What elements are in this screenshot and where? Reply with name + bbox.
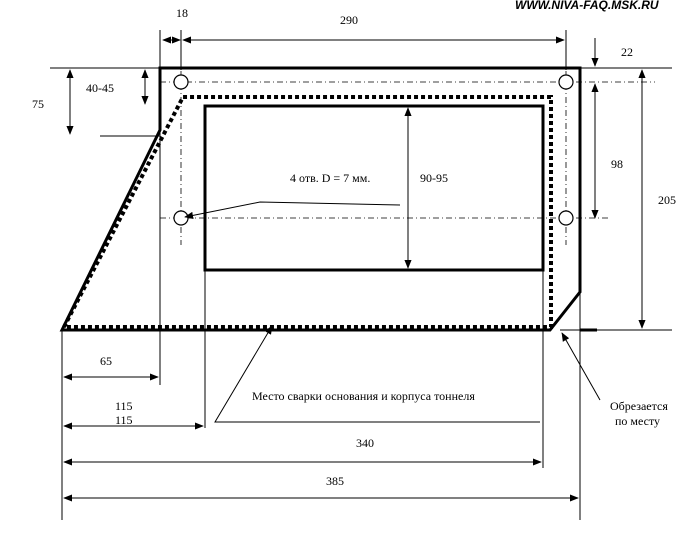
dim-text-385: 385 bbox=[326, 474, 344, 488]
dim-text-90-95: 90-95 bbox=[420, 171, 448, 185]
dim-text-290: 290 bbox=[340, 13, 358, 27]
note-holes: 4 отв. D = 7 мм. bbox=[290, 171, 370, 185]
mounting-hole-top-left bbox=[173, 74, 189, 90]
note-trim-line1: Обрезается bbox=[610, 399, 668, 413]
dim-text-98: 98 bbox=[611, 157, 623, 171]
tunnel-opening bbox=[203, 104, 545, 272]
mounting-hole-bottom-right bbox=[558, 210, 574, 226]
dim-text-340: 340 bbox=[356, 436, 374, 450]
leader-trim bbox=[561, 332, 601, 401]
leader-weld bbox=[214, 325, 540, 423]
dim-text-65: 65 bbox=[100, 354, 112, 368]
dim-text-205: 205 bbox=[658, 193, 676, 207]
weld-seam-line bbox=[60, 95, 553, 329]
website-label: WWW.NIVA-FAQ.MSK.RU bbox=[515, 0, 659, 12]
dim-text-75: 75 bbox=[32, 97, 44, 111]
note-trim-line2: по месту bbox=[615, 414, 660, 428]
dim-text-115-upper: 115 bbox=[115, 399, 133, 413]
mounting-hole-top-right bbox=[558, 74, 574, 90]
dim-text-40-45: 40-45 bbox=[86, 81, 114, 95]
dim-text-115-lower: 115 bbox=[115, 413, 133, 427]
dim-text-22: 22 bbox=[621, 45, 633, 59]
leader-holes bbox=[184, 201, 401, 219]
mounting-hole-bottom-left bbox=[173, 210, 189, 226]
dim-text-18: 18 bbox=[176, 6, 188, 20]
note-weld: Место сварки основания и корпуса тоннеля bbox=[252, 389, 475, 403]
